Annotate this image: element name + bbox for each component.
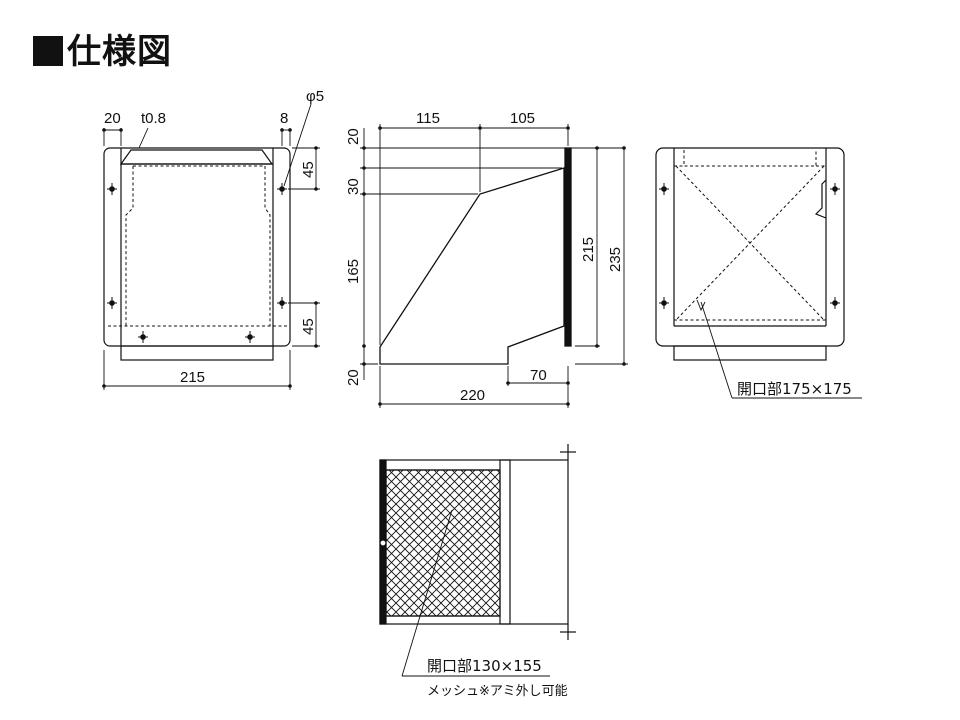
front-top-chamfer (119, 149, 274, 165)
front-dimensions (103, 103, 320, 390)
front-dim-thickness: t0.8 (141, 110, 166, 127)
front-dim-bottom-hole: 45 (300, 318, 317, 335)
title-text: 仕様図 (67, 32, 172, 72)
front-dim-top-hole: 45 (300, 161, 317, 178)
side-dimensions (360, 124, 628, 408)
bottom-mid-rail (499, 459, 511, 625)
page-title: 仕様図 (33, 30, 172, 74)
side-dim-dots (362, 126, 626, 406)
back-outer-plate (655, 147, 845, 347)
back-hole-bottom-left (658, 296, 670, 310)
back-opening-diagonals (675, 165, 825, 321)
bottom-opening-label: 開口部130×155 (427, 657, 542, 675)
front-dim-left: 20 (104, 110, 121, 127)
front-hole-top-right (276, 182, 288, 196)
back-hidden-outline (674, 150, 826, 321)
side-dim-v165: 165 (345, 259, 362, 284)
back-hole-top-right (829, 182, 841, 196)
front-outer-plate (103, 147, 291, 347)
front-dim-right: 8 (280, 110, 288, 127)
side-dim-bottom-70: 70 (530, 367, 547, 384)
side-dim-bottom-220: 220 (460, 387, 485, 404)
side-dim-outer-height: 235 (607, 247, 624, 272)
front-hole-top-left (106, 182, 118, 196)
back-leader (696, 299, 862, 399)
side-wall-flange (564, 147, 572, 347)
side-dim-v20-bottom: 20 (345, 369, 362, 386)
side-dim-top-right: 105 (510, 110, 535, 127)
front-view (103, 147, 291, 361)
front-lower-box (120, 345, 274, 361)
back-hole-bottom-right (829, 296, 841, 310)
front-hidden-outline (108, 165, 287, 327)
front-dim-dots (102, 128, 318, 388)
front-dim-width: 215 (180, 369, 205, 386)
side-hood-profile (379, 167, 565, 365)
bottom-mesh-panel (385, 469, 501, 617)
front-dim-hole: φ5 (306, 88, 324, 105)
bottom-view (379, 444, 576, 640)
bottom-mesh-note: メッシュ※アミ外し可能 (427, 684, 568, 699)
front-hole-lower-left (137, 330, 149, 344)
side-dim-top-left: 115 (416, 110, 440, 127)
back-hole-top-left (658, 182, 670, 196)
front-hole-bottom-left (106, 296, 118, 310)
bottom-screw-icon (379, 539, 387, 547)
back-lower-box (673, 345, 827, 361)
front-hole-lower-right (244, 330, 256, 344)
back-right-notch (814, 179, 827, 219)
side-dim-v30: 30 (345, 178, 362, 195)
side-dim-inner-height: 215 (580, 237, 597, 262)
bottom-leader (401, 509, 550, 677)
title-square-icon (33, 36, 63, 66)
side-dim-v20-top: 20 (345, 128, 362, 145)
side-view (379, 147, 572, 365)
back-view (655, 147, 845, 361)
back-opening-label: 開口部175×175 (737, 380, 852, 398)
front-hole-bottom-right (276, 296, 288, 310)
